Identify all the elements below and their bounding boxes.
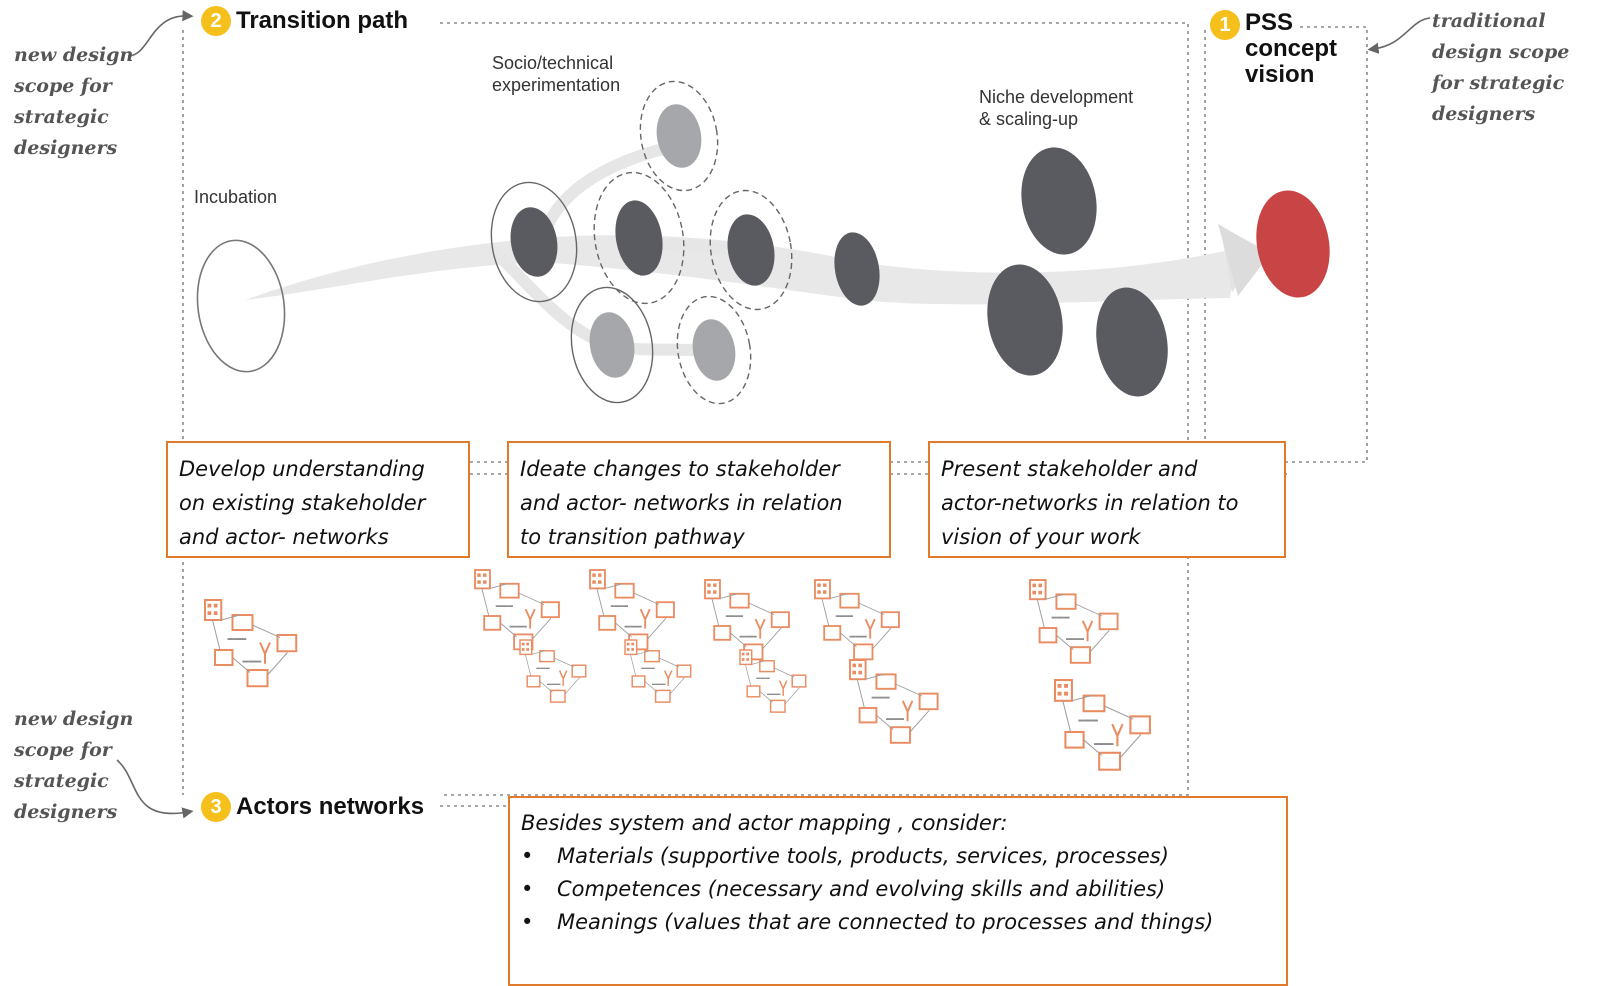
note-line: strategic bbox=[14, 106, 109, 128]
note-line: designers bbox=[14, 801, 118, 823]
experimentation-nodes bbox=[510, 104, 880, 381]
top-right-note-arrow bbox=[1367, 17, 1431, 54]
top-left-note-arrow bbox=[127, 10, 194, 57]
note-line: for strategic bbox=[1432, 72, 1565, 94]
note-line: scope for bbox=[14, 75, 112, 97]
experimentation-halos bbox=[490, 80, 793, 405]
label-line: Niche development bbox=[979, 87, 1134, 107]
box-line: and actor- networks in relation bbox=[520, 491, 843, 515]
vision-node bbox=[1256, 190, 1330, 298]
present-stakeholder-box: Present stakeholder and actor-networks i… bbox=[928, 441, 1286, 558]
top-right-scope-note: traditional design scope for strategic d… bbox=[1432, 6, 1569, 130]
heading-title: Transition path bbox=[236, 7, 409, 34]
experimentation-label: Socio/technical experimentation bbox=[492, 52, 620, 96]
incubation-label: Incubation bbox=[194, 187, 278, 207]
number-badge: 3 bbox=[201, 792, 231, 822]
consider-item: •Meanings (values that are connected to … bbox=[521, 906, 1286, 939]
develop-understanding-box: Develop understanding on existing stakeh… bbox=[166, 441, 470, 558]
consider-box: Besides system and actor mapping , consi… bbox=[508, 796, 1288, 986]
heading-line: concept bbox=[1245, 35, 1338, 62]
number-badge: 1 bbox=[1210, 10, 1240, 40]
bottom-left-note-arrow bbox=[116, 759, 194, 819]
label-line: & scaling-up bbox=[979, 109, 1079, 129]
label-line: experimentation bbox=[492, 75, 621, 95]
note-line: designers bbox=[14, 137, 118, 159]
bottom-left-scope-note: new design scope for strategic designers bbox=[14, 704, 133, 828]
niche-label: Niche development & scaling-up bbox=[979, 86, 1133, 130]
label-line: Socio/technical bbox=[492, 53, 614, 73]
box-line: and actor- networks bbox=[179, 525, 389, 549]
heading-line: PSS bbox=[1245, 9, 1294, 36]
transition-frame-top bbox=[440, 22, 1189, 796]
transition-path-heading: 2 Transition path bbox=[201, 6, 408, 36]
incubation-node bbox=[196, 239, 286, 373]
actor-network-maps bbox=[204, 569, 1151, 771]
top-left-scope-note: new design scope for strategic designers bbox=[14, 40, 133, 164]
vision-frame bbox=[1205, 26, 1368, 463]
note-line: designers bbox=[1432, 103, 1536, 125]
box-line: Ideate changes to stakeholder bbox=[520, 457, 840, 481]
pss-vision-heading: 1 PSS concept vision bbox=[1210, 10, 1337, 88]
heading-line: vision bbox=[1245, 61, 1315, 88]
ideate-changes-box: Ideate changes to stakeholder and actor-… bbox=[507, 441, 891, 558]
heading-title: Actors networks bbox=[236, 793, 425, 820]
box-line: to transition pathway bbox=[520, 525, 745, 549]
number-badge: 2 bbox=[201, 6, 231, 36]
box-line: actor-networks in relation to bbox=[941, 491, 1239, 515]
consider-item-text: Meanings (values that are connected to p… bbox=[557, 910, 1214, 934]
consider-item: •Competences (necessary and evolving ski… bbox=[521, 873, 1286, 906]
note-line: new design bbox=[14, 44, 134, 66]
pathway-arrowhead bbox=[1218, 224, 1270, 296]
note-line: design scope bbox=[1432, 41, 1570, 63]
note-line: new design bbox=[14, 708, 134, 730]
box-line: Develop understanding bbox=[179, 457, 425, 481]
box-line: vision of your work bbox=[941, 525, 1141, 549]
consider-item: •Materials (supportive tools, products, … bbox=[521, 840, 1286, 873]
consider-item-text: Materials (supportive tools, products, s… bbox=[557, 844, 1169, 868]
note-line: traditional bbox=[1432, 10, 1546, 32]
actors-networks-heading: 3 Actors networks bbox=[201, 792, 424, 822]
consider-item-text: Competences (necessary and evolving skil… bbox=[557, 877, 1166, 901]
box-line: Present stakeholder and bbox=[941, 457, 1198, 481]
heading-title: PSS concept vision bbox=[1245, 10, 1337, 88]
note-line: scope for bbox=[14, 739, 112, 761]
niche-nodes bbox=[987, 147, 1168, 397]
box-line: on existing stakeholder bbox=[179, 491, 426, 515]
consider-intro: Besides system and actor mapping , consi… bbox=[521, 811, 1008, 835]
note-line: strategic bbox=[14, 770, 109, 792]
